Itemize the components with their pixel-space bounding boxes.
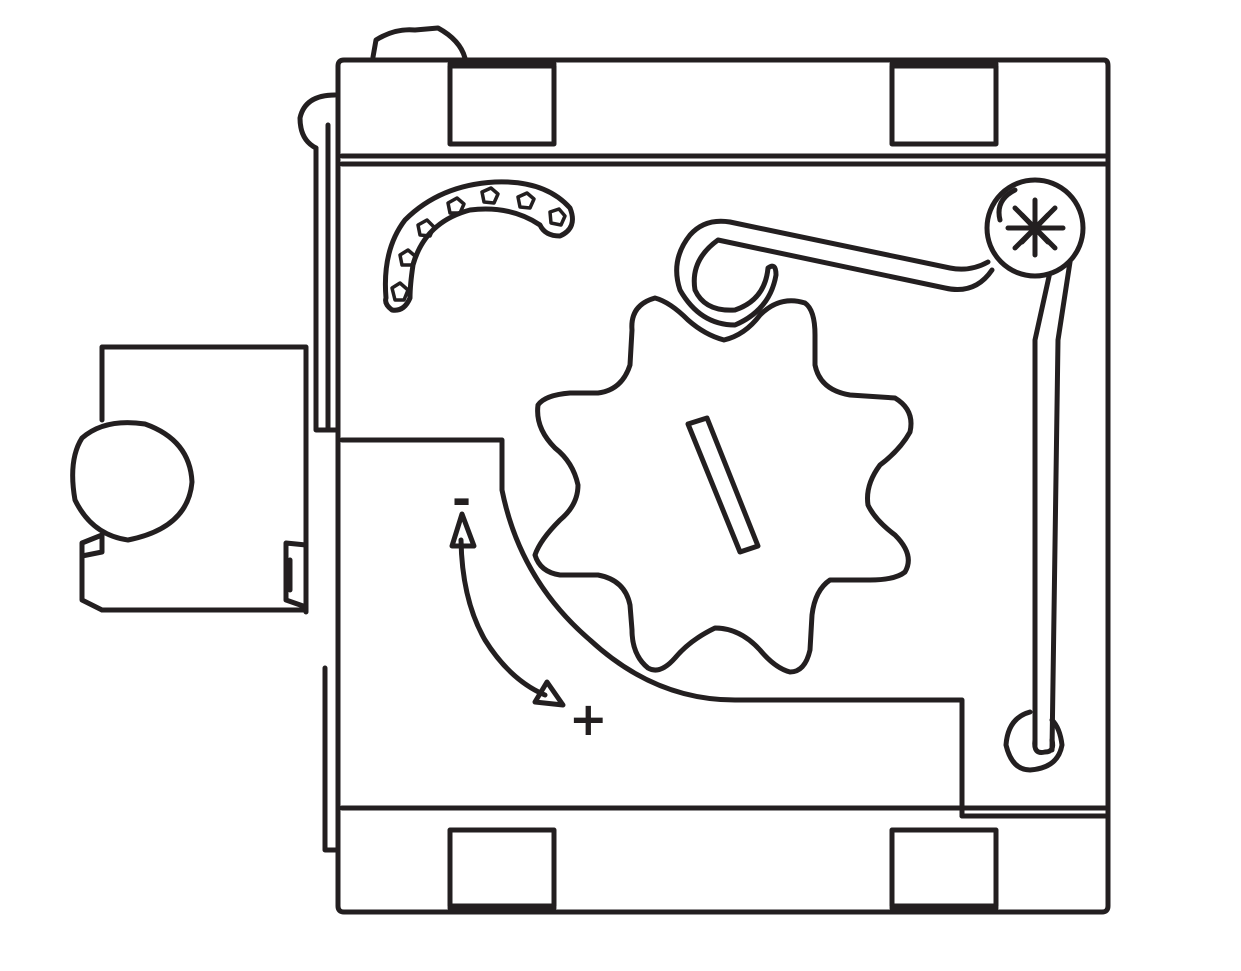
left-rod [297, 92, 341, 853]
top-tabs [447, 61, 999, 147]
inner-plate [339, 437, 965, 819]
side-clamp [70, 344, 309, 615]
spring-wire [674, 177, 1086, 773]
minus-label: - [452, 472, 472, 526]
plus-label: + [569, 692, 608, 746]
main-frame [335, 57, 1111, 915]
adjustment-gear [532, 295, 914, 675]
bottom-tabs [447, 827, 999, 911]
perforated-arc [382, 179, 575, 313]
adjustment-arrow [449, 511, 566, 708]
top-knob [370, 25, 468, 61]
